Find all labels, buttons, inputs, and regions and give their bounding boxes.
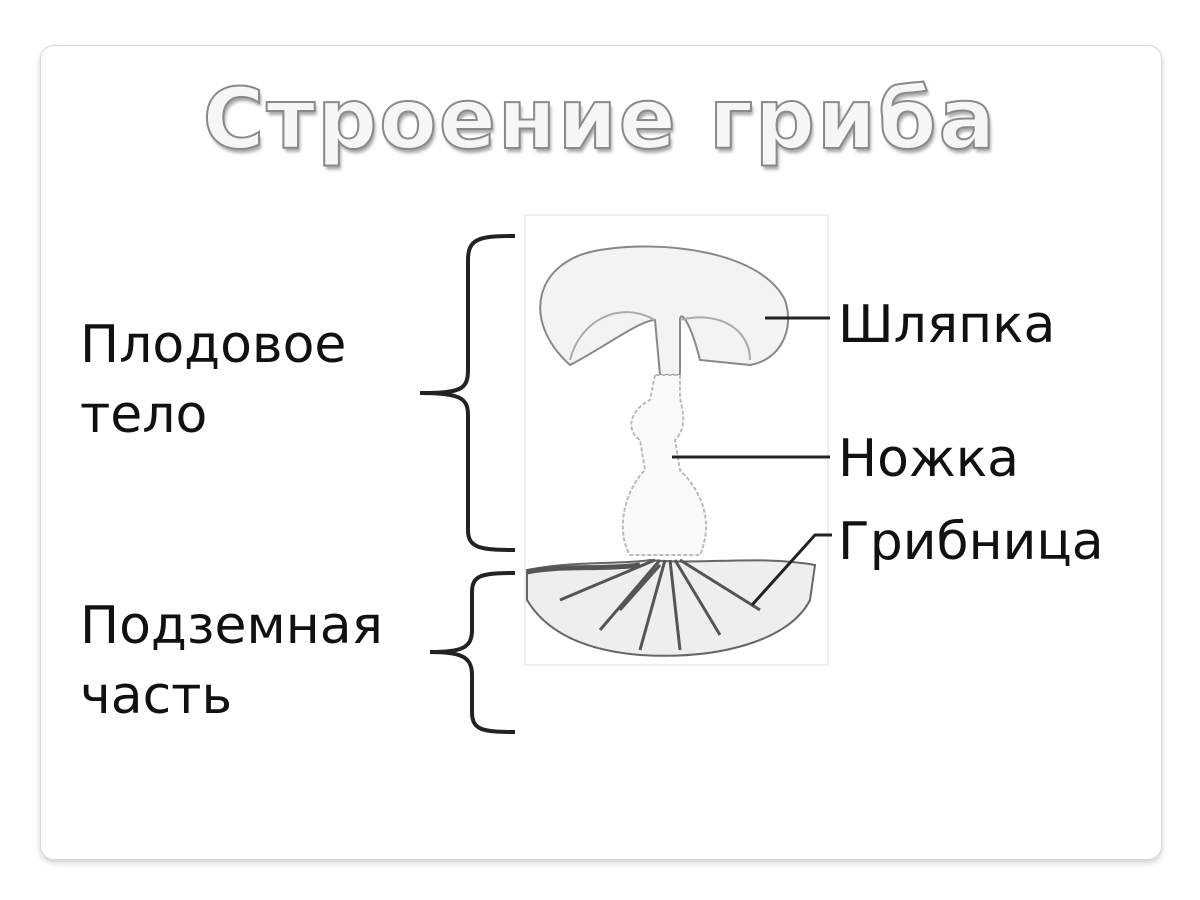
cap-label: Шляпка bbox=[838, 295, 1056, 355]
fruiting-body-label-line1: Плодовое bbox=[80, 315, 347, 375]
fruiting-body-label-line2: тело bbox=[80, 385, 208, 445]
slide-title: Строение гриба bbox=[202, 69, 998, 169]
mycelium-leader-line bbox=[750, 533, 832, 607]
underground-label-line2: часть bbox=[80, 666, 233, 726]
mycelium-label: Грибница bbox=[838, 512, 1104, 572]
underground-label-line1: Подземная bbox=[80, 596, 383, 656]
mushroom-illustration bbox=[524, 214, 829, 666]
stem-label: Ножка bbox=[838, 429, 1020, 489]
fruiting-body-brace bbox=[419, 234, 516, 552]
underground-brace bbox=[429, 571, 516, 734]
